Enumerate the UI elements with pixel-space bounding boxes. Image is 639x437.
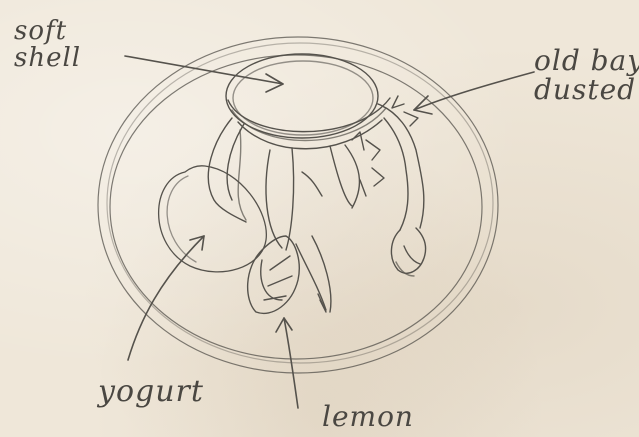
label-old-bay: old bay dusted — [534, 46, 639, 105]
lemon-wedge — [248, 236, 300, 313]
arrow-old-bay — [414, 72, 534, 114]
label-soft-shell: soft shell — [14, 18, 81, 73]
plate-rim — [98, 37, 498, 373]
label-lemon: lemon — [322, 402, 414, 431]
crab — [208, 54, 425, 312]
label-yogurt: yogurt — [98, 376, 204, 408]
arrow-yogurt — [128, 236, 204, 360]
yogurt-dollop — [159, 166, 267, 272]
